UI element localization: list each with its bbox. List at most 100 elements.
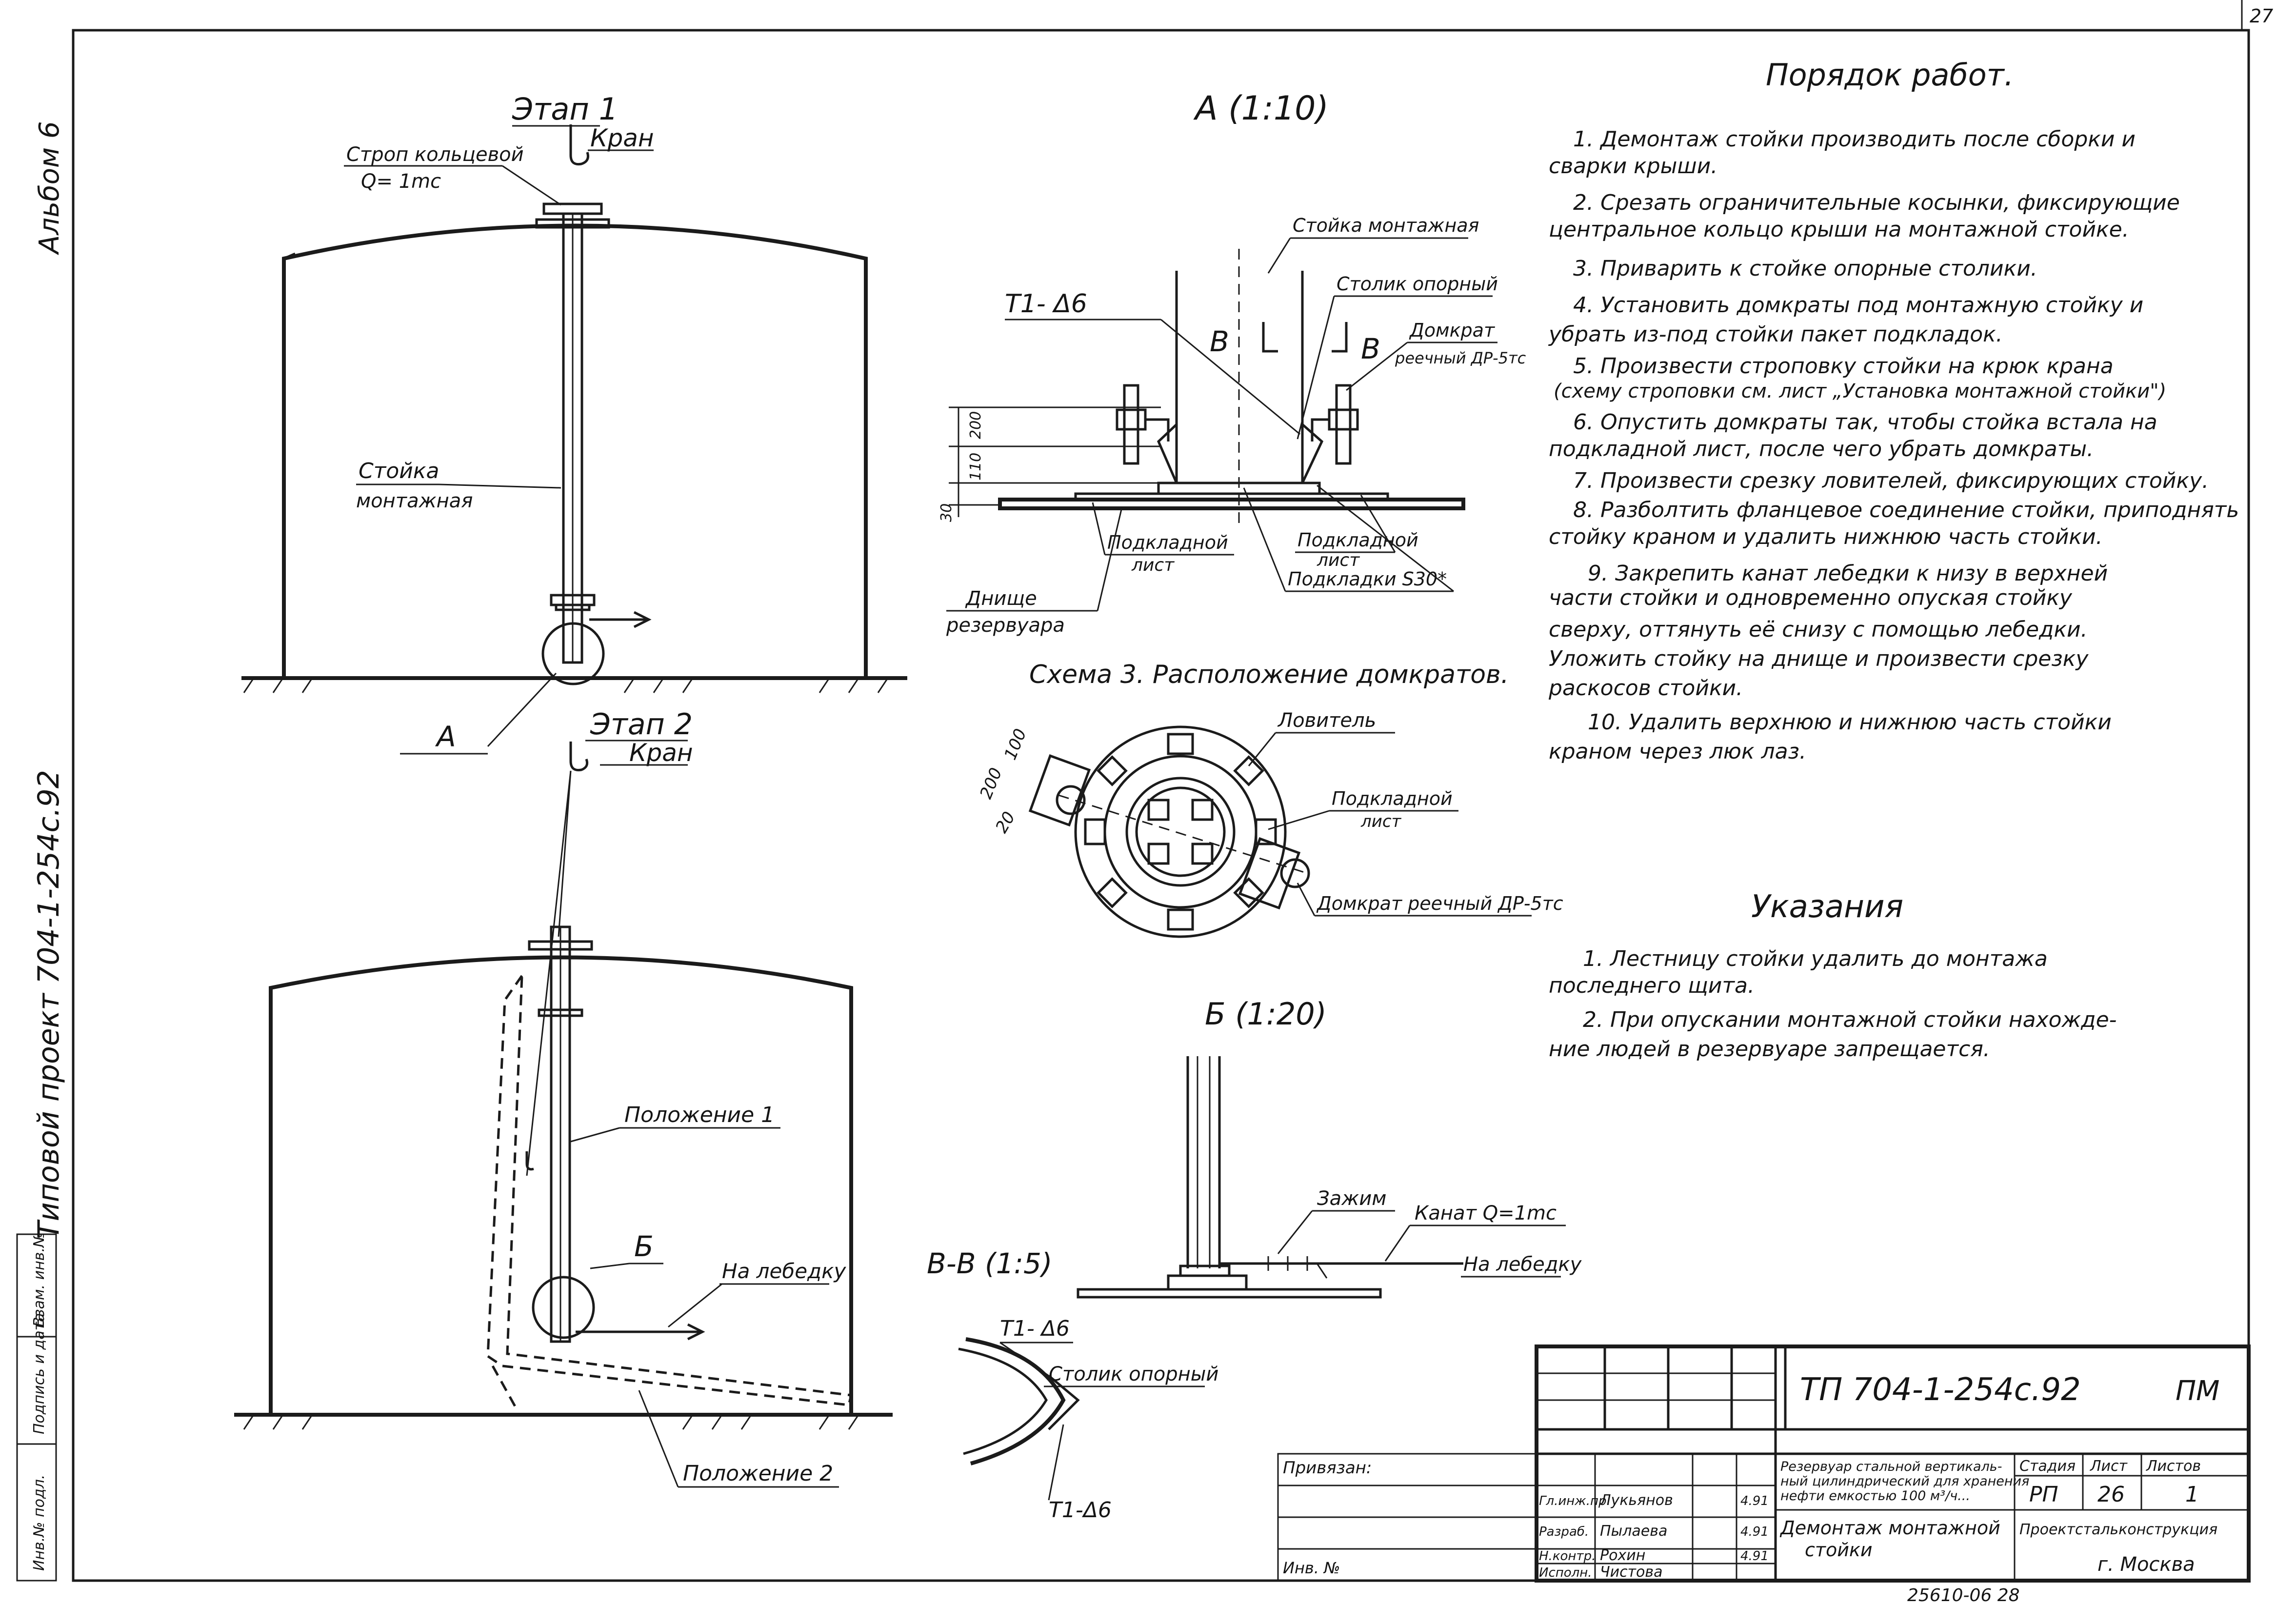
sling-label: Строп кольцевой bbox=[346, 143, 524, 166]
jack-left bbox=[1123, 384, 1139, 465]
pad-sheet-label: Подкладной bbox=[1107, 532, 1228, 553]
procedure-line-13: 8. Разболтить фланцевое соединение стойк… bbox=[1573, 498, 2239, 522]
dim-100-plan: 100 bbox=[1000, 726, 1030, 762]
sheet-title-line-1: Демонтаж монтажной bbox=[1779, 1517, 2000, 1539]
crane-hook-icon bbox=[569, 124, 589, 166]
tank-bottom-plate bbox=[998, 498, 1465, 510]
object-line-1: Резервуар стальной вертикаль- bbox=[1780, 1459, 2002, 1474]
procedure-line-16: части стойки и одновременно опуская стой… bbox=[1549, 585, 2073, 610]
procedure-line-15: 9. Закрепить канат лебедки к низу в верх… bbox=[1588, 561, 2108, 586]
person-role-2: Разраб. bbox=[1539, 1525, 1589, 1539]
organization: Проектстальконструкция bbox=[2019, 1521, 2217, 1538]
stage1-crane-label: Кран bbox=[590, 124, 654, 152]
stamp-cell-2: Подпись и дата bbox=[31, 1313, 48, 1435]
support-table-left bbox=[1157, 423, 1178, 483]
procedure-line-4: центральное кольцо крыши на монтажной ст… bbox=[1549, 217, 2129, 242]
procedure-line-10: 6. Опустить домкраты так, чтобы стойка в… bbox=[1573, 410, 2157, 435]
sling-load-label: Q= 1mc bbox=[361, 170, 441, 193]
stage1-title: Этап 1 bbox=[512, 91, 618, 127]
callout-b-circle bbox=[532, 1276, 595, 1339]
album-label: Альбом 6 bbox=[34, 121, 65, 255]
section-vv: В-В (1:5) T1- Δ6 Столик опорный T1-Δ6 bbox=[927, 1247, 1218, 1523]
drawing-frame bbox=[72, 29, 2250, 1582]
pad-sheet2-label: Подкладной bbox=[1298, 529, 1418, 551]
archive-number: 25610-06 28 bbox=[1907, 1585, 2020, 1605]
jack-sublabel: реечный ДР-5тс bbox=[1395, 349, 1526, 367]
procedure-line-8: 5. Произвести строповку стойки на крюк к… bbox=[1573, 354, 2114, 379]
rope-label: Канат Q=1mc bbox=[1415, 1202, 1557, 1224]
detail-b-winch-label: На лебедку bbox=[1463, 1253, 1582, 1276]
procedure-line-7: убрать из-под стойки пакет подкладок. bbox=[1548, 322, 2003, 347]
section-vv-pipe bbox=[965, 1337, 1066, 1465]
detail-b-bottom-plate bbox=[1077, 1288, 1382, 1299]
detail-b-title: Б (1:20) bbox=[1205, 996, 1327, 1032]
position1-label: Положение 1 bbox=[624, 1103, 775, 1127]
notes-line-1: 1. Лестницу стойки удалить до монтажа bbox=[1583, 946, 2048, 971]
procedure-line-14: стойку краном и удалить нижнюю часть сто… bbox=[1549, 524, 2103, 549]
tank-shell bbox=[269, 955, 853, 1415]
support-table-right bbox=[1301, 423, 1324, 484]
procedure-line-6: 4. Установить домкраты под монтажную сто… bbox=[1573, 293, 2143, 318]
procedure-line-18: Уложить стойку на днище и произвести сре… bbox=[1549, 646, 2089, 671]
sheet-header: Лист bbox=[2090, 1458, 2128, 1475]
person-role-3: Н.контр. bbox=[1539, 1549, 1596, 1564]
drawing-code: ТП 704-1-254с.92 bbox=[1800, 1372, 2081, 1408]
vv-weld-bottom: T1-Δ6 bbox=[1049, 1498, 1112, 1523]
scheme3: Схема 3. Расположение домкратов. 200 100… bbox=[976, 660, 1563, 938]
stamp-cell-3: Инв.№ подл. bbox=[31, 1475, 48, 1571]
sheets-value: 1 bbox=[2185, 1482, 2199, 1507]
scheme3-jack-label: Домкрат реечный ДР-5тс bbox=[1316, 893, 1563, 914]
person-name-3: Рохин bbox=[1600, 1547, 1645, 1564]
detail-a-post-label: Стойка монтажная bbox=[1293, 215, 1479, 236]
procedure-line-11: подкладной лист, после чего убрать домкр… bbox=[1549, 437, 2094, 461]
sheets-header: Листов bbox=[2146, 1458, 2201, 1475]
drawing-mark: ПМ bbox=[2176, 1375, 2219, 1407]
post-sublabel: монтажная bbox=[356, 490, 473, 512]
pad-sheet2-sublabel: лист bbox=[1317, 550, 1360, 570]
procedure-line-19: раскосов стойки. bbox=[1548, 676, 1743, 701]
project-label: Типовой проект 704-1-254с.92 bbox=[32, 770, 66, 1239]
stage2-view: Этап 2 Кран Б На лебедку Положение 1 bbox=[234, 707, 893, 1488]
notes-block: Указания 1. Лестницу стойки удалить до м… bbox=[1549, 889, 2117, 1062]
procedure-block: Порядок работ. 1. Демонтаж стойки произв… bbox=[1548, 57, 2239, 764]
notes-title: Указания bbox=[1751, 889, 1903, 925]
to-winch-label: На лебедку bbox=[722, 1259, 847, 1283]
procedure-title: Порядок работ. bbox=[1766, 57, 2014, 93]
dim-30: 30 bbox=[938, 503, 955, 522]
notes-line-3: 2. При опускании монтажной стойки нахожд… bbox=[1583, 1007, 2117, 1032]
jack-plan-right bbox=[1238, 837, 1301, 910]
position2-label: Положение 2 bbox=[683, 1461, 833, 1486]
dim-200: 200 bbox=[967, 411, 984, 439]
scheme3-title: Схема 3. Расположение домкратов. bbox=[1029, 660, 1509, 689]
pads-label: Подкладки S30* bbox=[1288, 568, 1447, 590]
person-name-4: Чистова bbox=[1600, 1564, 1662, 1581]
notes-line-2: последнего щита. bbox=[1549, 973, 1755, 998]
object-line-3: нефти емкостью 100 м³/ч... bbox=[1780, 1488, 1970, 1504]
jack-label: Домкрат bbox=[1409, 320, 1496, 341]
stamp-cell-1: Взам. инв.№ bbox=[31, 1232, 48, 1327]
scheme3-outer-ring bbox=[1074, 725, 1287, 938]
clip-label: Зажим bbox=[1317, 1187, 1386, 1210]
detail-a: A (1:10) B B Стойка монтажная Столик опо… bbox=[938, 89, 1526, 637]
crane-hook-icon bbox=[569, 742, 589, 772]
pad-sheet-sublabel: лист bbox=[1131, 555, 1175, 575]
callout-b-label: Б bbox=[634, 1230, 654, 1263]
stage2-crane-label: Кран bbox=[629, 739, 693, 767]
procedure-line-17: сверху, оттянуть её снизу с помощью лебе… bbox=[1549, 617, 2088, 642]
detail-a-support-label: Столик опорный bbox=[1337, 273, 1498, 295]
vv-support-label: Столик опорный bbox=[1049, 1363, 1218, 1385]
procedure-line-3: 2. Срезать ограничительные косынки, фикс… bbox=[1573, 190, 2180, 215]
post-position-2 bbox=[486, 971, 853, 1406]
applied-label: Привязан: bbox=[1283, 1458, 1372, 1478]
section-mark-right: B bbox=[1361, 332, 1380, 365]
person-role-1: Гл.инж.пр. bbox=[1539, 1494, 1611, 1508]
object-line-2: ный цилиндрический для хранения bbox=[1780, 1474, 2029, 1489]
procedure-line-1: 1. Демонтаж стойки производить после сбо… bbox=[1573, 127, 2136, 152]
callout-a-label: A bbox=[435, 720, 456, 753]
section-vv-title: В-В (1:5) bbox=[927, 1247, 1053, 1280]
person-role-4: Исполн. bbox=[1539, 1565, 1592, 1580]
post-label: Стойка bbox=[359, 459, 439, 483]
procedure-line-2: сварки крыши. bbox=[1549, 154, 1717, 179]
sheet-title-line-2: стойки bbox=[1805, 1539, 1873, 1561]
